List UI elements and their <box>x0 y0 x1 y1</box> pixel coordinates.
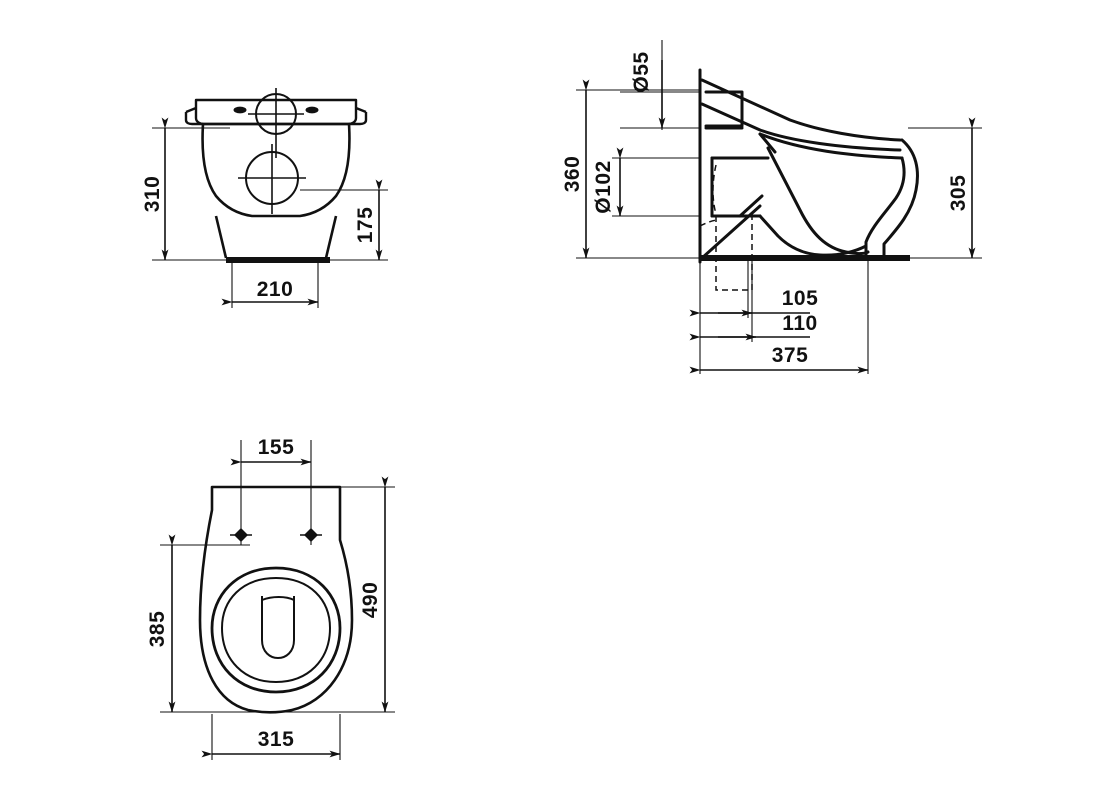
side-pan-section <box>698 68 919 264</box>
front-dim-310: 310 <box>141 117 169 261</box>
side-dim-dia102: Ø102 <box>592 147 624 217</box>
side-dim-375-label: 375 <box>772 344 809 367</box>
plan-dim-315: 315 <box>201 728 341 758</box>
plan-dim-490-label: 490 <box>359 582 382 619</box>
front-upper-outlet-circle <box>248 88 304 158</box>
side-dim-375: 375 <box>689 344 869 374</box>
plan-hinge-mark-left <box>230 528 252 542</box>
side-dim-105: 105 <box>689 287 819 317</box>
plan-dim-155: 155 <box>230 436 312 466</box>
side-dim-360: 360 <box>561 79 590 259</box>
front-dim-175-label: 175 <box>354 207 377 244</box>
plan-flush-outlet <box>261 596 295 659</box>
front-dim-210: 210 <box>221 278 319 306</box>
plan-bowl-ring-inner <box>220 576 332 684</box>
front-dim-210-label: 210 <box>257 278 294 301</box>
plan-dim-315-label: 315 <box>258 728 295 751</box>
front-pan-outline <box>201 122 351 259</box>
side-dim-305: 305 <box>947 117 976 259</box>
front-elevation-view: 310 175 210 <box>141 88 388 308</box>
plan-bowl-ring-outer <box>210 566 342 694</box>
front-lower-outlet-circle <box>238 144 306 214</box>
plan-seat-outline <box>198 485 354 714</box>
front-dim-175: 175 <box>354 179 383 261</box>
side-section-view: Ø55 Ø102 360 305 105 110 <box>561 40 982 374</box>
plan-dim-385-label: 385 <box>146 611 169 648</box>
front-seat-lid <box>184 98 368 126</box>
front-fixing-hole-right <box>305 106 319 114</box>
side-dim-dia102-label: Ø102 <box>592 160 615 213</box>
plan-dim-490: 490 <box>359 476 389 713</box>
side-dim-dia55: Ø55 <box>630 51 666 129</box>
side-dim-110-label: 110 <box>782 312 817 335</box>
plan-dim-385: 385 <box>146 534 176 713</box>
front-dim-310-label: 310 <box>141 176 164 213</box>
plan-hinge-mark-right <box>300 528 322 542</box>
side-dim-305-label: 305 <box>947 175 970 212</box>
top-plan-view: 155 385 490 315 <box>146 436 395 760</box>
side-dim-110: 110 <box>689 312 817 341</box>
front-fixing-hole-left <box>233 106 247 114</box>
side-dim-dia55-label: Ø55 <box>630 51 653 92</box>
side-dim-360-label: 360 <box>561 156 584 193</box>
side-dim-105-label: 105 <box>782 287 819 310</box>
plan-dim-155-label: 155 <box>258 436 295 459</box>
